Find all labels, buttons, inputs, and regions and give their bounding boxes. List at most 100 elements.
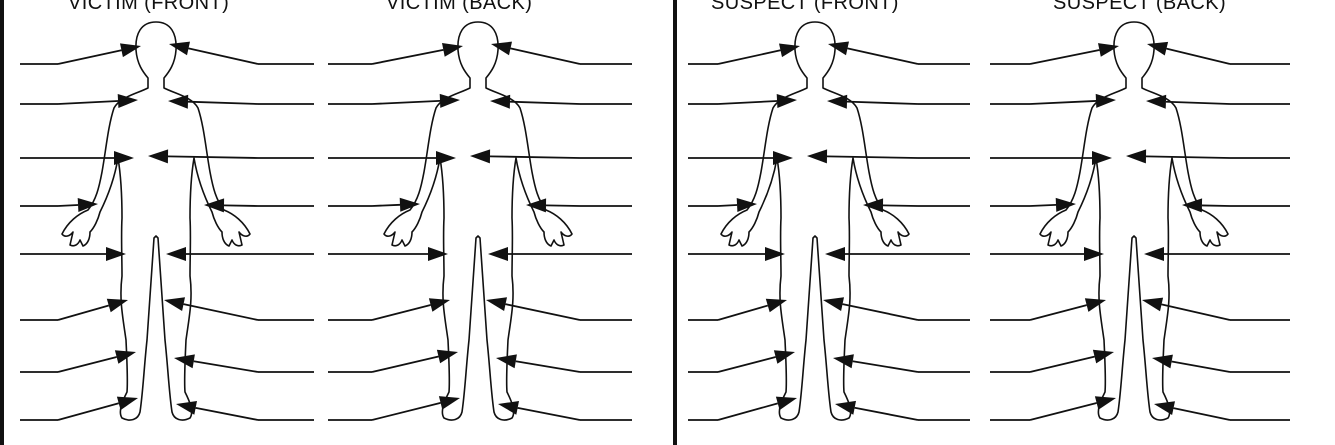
suspect-back-figure-right-pointer-6-line [1162,304,1230,320]
suspect-front-figure-right-pointer-6-arrowhead [823,297,844,311]
suspect-back-figure-right-pointer-8 [1154,401,1230,420]
suspect-front-figure-right-pointer-8 [835,401,918,420]
suspect-front-figure-right-pointer-4-arrowhead [863,198,883,212]
suspect-back-figure-right-pointer-2 [1146,95,1230,109]
suspect-back-figure-right-pointer-7 [1152,355,1230,372]
suspect-back-title: SUSPECT (BACK) [1053,0,1226,15]
suspect-back-figure-right-pointer-6-arrowhead [1142,298,1163,312]
suspect-back-figure-left-pointer-2-line [1030,101,1096,104]
suspect-back-figure-right-pointer-3-arrowhead [1126,149,1146,163]
suspect-front-figure-left-pointer-4 [718,198,757,212]
suspect-front-figure-left-pointer-8-line [718,403,778,420]
suspect-back-figure-right-pointer-8-line [1174,408,1230,420]
suspect-front-figure-right-pointer-6-line [843,304,918,320]
suspect-front-figure-left-pointer-2-arrowhead [777,94,797,108]
suspect-front-figure-left-pointer-1-arrowhead [779,44,800,58]
suspect-front-figure-left-pointer-6-line [718,306,768,320]
suspect-front-figure-right-pointer-3-arrowhead [807,149,827,163]
suspect-back-figure-body-outline [1040,22,1228,420]
suspect-back-figure-left-pointer-8 [1030,396,1116,420]
suspect-front-figure-left-pointer-4-arrowhead [737,198,757,212]
suspect-back-figure-left-pointer-4 [1030,198,1076,212]
suspect-back-figure-left-pointer-1-line [1030,50,1099,64]
suspect-front-figure-right-pointer-8-arrowhead [835,401,856,415]
suspect-back-figure-left-pointer-7-line [1030,357,1095,372]
suspect-front-figure-right-pointer-6 [823,297,918,320]
suspect-front-figure-right-pointer-7-arrowhead [833,354,854,368]
suspect-front-figure-right-pointer-7-line [853,361,918,372]
suspect-front-figure-right-pointer-5-arrowhead [825,247,845,261]
suspect-front-figure-right-pointer-7 [833,354,918,372]
suspect-back-figure-left-pointer-7-arrowhead [1093,350,1114,364]
suspect-back-figure-left-pointer-1 [1030,43,1119,64]
suspect-back-figure-left-pointer-8-arrowhead [1095,396,1116,410]
suspect-front-figure-left-pointer-2 [718,94,797,108]
suspect-back-figure-right-pointer-2-line [1166,102,1230,104]
suspect-front-figure-left-pointer-6-arrowhead [766,299,787,313]
suspect-back-figure-right-pointer-4-arrowhead [1182,198,1202,212]
suspect-front-figure-right-pointer-4 [863,198,918,212]
suspect-back-figure-left-pointer-3-arrowhead [1092,151,1112,165]
suspect-back-figure-right-pointer-8-arrowhead [1154,401,1175,415]
suspect-back-figure-right-pointer-4 [1182,198,1230,212]
suspect-front-figure-right-pointer-5 [825,247,918,261]
suspect-front-figure-right-pointer-2-arrowhead [827,95,847,109]
suspect-back-figure [990,22,1290,420]
suspect-front-figure-right-pointer-1-line [848,48,918,64]
suspect-back-figure-right-pointer-1-arrowhead [1147,42,1168,56]
suspect-front-figure-right-pointer-1-arrowhead [828,42,849,56]
suspect-front-figure-left-pointer-6 [718,299,787,320]
suspect-back-figure-right-pointer-7-arrowhead [1152,355,1173,369]
suspect-back-figure-left-pointer-6-arrowhead [1085,298,1106,312]
suspect-back-figure-left-pointer-4-arrowhead [1056,198,1076,212]
suspect-front-title: SUSPECT (FRONT) [711,0,899,15]
suspect-back-figure-left-pointer-5-arrowhead [1084,247,1104,261]
suspect-front-figure-right-pointer-3-line [827,156,918,158]
suspect-front-figure-left-pointer-5 [718,247,785,261]
suspect-back-figure-right-pointer-6 [1142,298,1230,320]
suspect-back-figure-left-pointer-2-arrowhead [1096,94,1116,108]
suspect-front-figure-left-pointer-8 [718,397,797,420]
victim-panel [0,0,662,445]
suspect-front-figure-left-pointer-5-arrowhead [765,247,785,261]
suspect-front-figure-left-pointer-4-line [718,205,737,206]
suspect-back-figure-right-pointer-2-arrowhead [1146,95,1166,109]
suspect-front-figure-right-pointer-2-line [847,102,918,104]
suspect-front-figure-right-pointer-3 [807,149,918,163]
suspect-back-figure-right-pointer-5 [1144,247,1230,261]
suspect-back-figure-left-pointer-6 [1030,298,1106,320]
suspect-front-figure-left-pointer-1 [718,44,800,65]
suspect-front-figure-left-pointer-7-line [718,357,776,372]
suspect-front-figure-left-pointer-8-arrowhead [776,397,797,411]
suspect-back-figure-left-pointer-1-arrowhead [1098,43,1119,57]
suspect-front-figure-right-pointer-1 [828,42,918,65]
suspect-back-figure-left-pointer-6-line [1030,305,1087,320]
suspect-back-figure-left-pointer-2 [1030,94,1116,108]
suspect-back-figure-right-pointer-3-line [1146,156,1230,158]
suspect-back-figure-right-pointer-5-arrowhead [1144,247,1164,261]
suspect-front-figure-left-pointer-7 [718,350,795,372]
suspect-back-figure-right-pointer-1-line [1166,49,1230,64]
suspect-back-figure-left-pointer-5 [1030,247,1104,261]
suspect-front-figure-left-pointer-3-arrowhead [773,151,793,165]
suspect-front-figure-left-pointer-1-line [718,50,780,64]
suspect-back-figure-right-pointer-4-line [1202,205,1230,206]
suspect-front-figure-left-pointer-2-line [718,101,777,104]
suspect-front-figure-right-pointer-2 [827,95,918,109]
suspect-back-figure-left-pointer-3 [1030,151,1112,165]
panel-divider [673,0,677,445]
suspect-front-figure [688,22,970,420]
victim-front-title: VICTIM (FRONT) [68,0,229,15]
suspect-front-figure-right-pointer-4-line [883,205,918,206]
suspect-back-figure-right-pointer-7-line [1172,362,1230,372]
suspect-back-figure-left-pointer-7 [1030,350,1114,372]
suspect-back-figure-right-pointer-1 [1147,42,1230,64]
suspect-front-figure-body-outline [721,22,909,420]
suspect-front-figure-left-pointer-3 [718,151,793,165]
suspect-back-figure-left-pointer-4-line [1030,205,1056,206]
suspect-back-figure-right-pointer-3 [1126,149,1230,163]
victim-back-title: VICTIM (BACK) [386,0,532,15]
suspect-front-figure-right-pointer-8-line [855,408,918,420]
suspect-front-figure-left-pointer-7-arrowhead [774,350,795,364]
